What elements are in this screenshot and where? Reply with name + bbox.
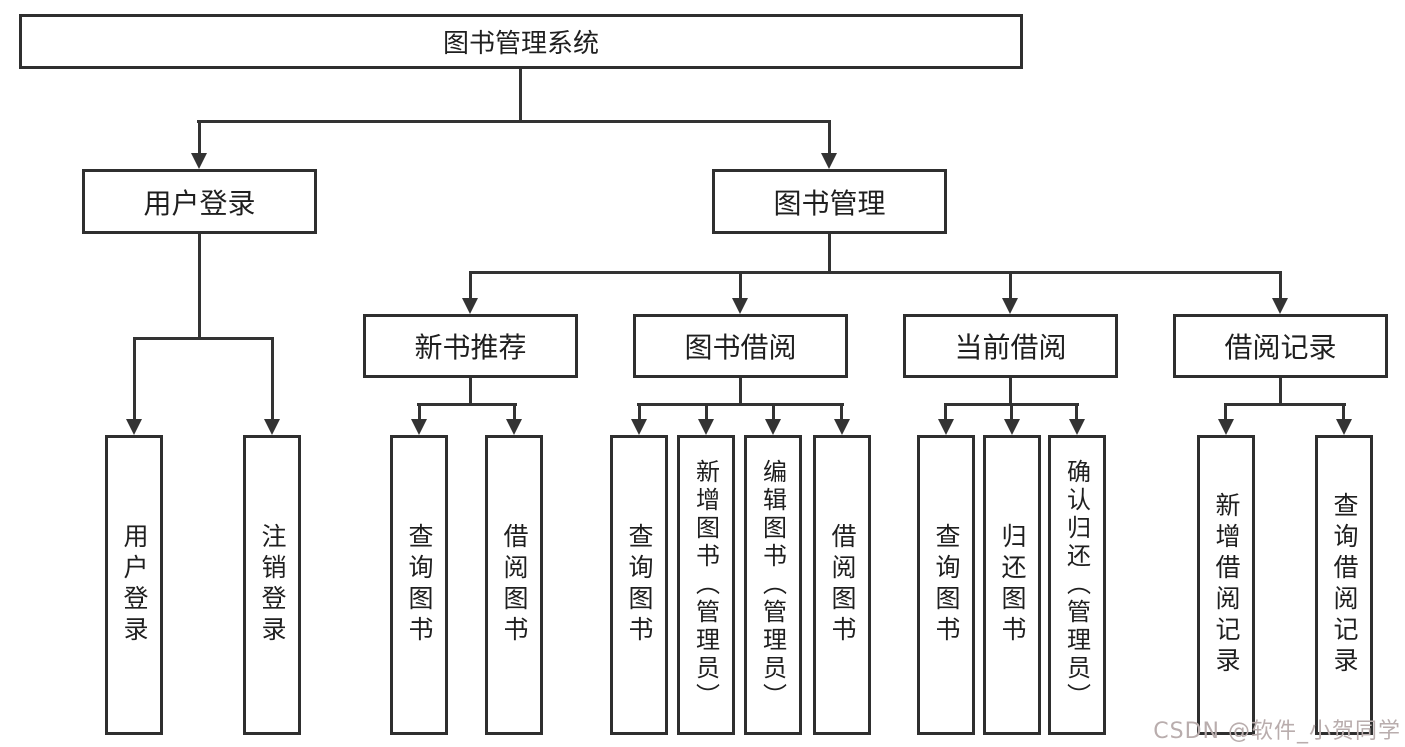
arrow-down-icon (126, 419, 142, 435)
arrow-down-icon (834, 419, 850, 435)
connector-vline (638, 403, 641, 421)
leaf-newbook-query-book: 查询图书 (390, 435, 448, 735)
connector-vline (944, 403, 947, 421)
leaf-record-query-borrow-record: 查询借阅记录 (1315, 435, 1373, 735)
arrow-down-icon (462, 298, 478, 314)
arrow-down-icon (631, 419, 647, 435)
arrow-down-icon (698, 419, 714, 435)
leaf-label: 查询图书 (625, 523, 654, 647)
node-label: 借阅记录 (1224, 331, 1337, 364)
leaf-user-login: 用户登录 (105, 435, 163, 735)
connector-vline (1279, 378, 1282, 405)
leaf-label: 借阅图书 (828, 523, 857, 647)
connector-hline (1224, 403, 1346, 406)
connector-hline (133, 337, 274, 340)
connector-vline (513, 403, 516, 421)
leaf-label: 用户登录 (120, 523, 149, 647)
arrow-down-icon (1336, 419, 1352, 435)
connector-vline (519, 69, 522, 121)
leaf-borrow-borrow-book: 借阅图书 (813, 435, 871, 735)
node-label: 图书管理 (773, 186, 886, 220)
arrow-down-icon (264, 419, 280, 435)
arrow-down-icon (938, 419, 954, 435)
leaf-borrow-query-book: 查询图书 (610, 435, 668, 735)
leaf-current-return-book: 归还图书 (983, 435, 1041, 735)
leaf-record-add-borrow-record: 新增借阅记录 (1197, 435, 1255, 735)
connector-vline (840, 403, 843, 421)
leaf-borrow-edit-book-admin: 编辑图书（管理员） (744, 435, 802, 735)
arrow-down-icon (191, 153, 207, 169)
connector-hline (417, 403, 517, 406)
leaf-label: 新增借阅记录 (1212, 492, 1241, 678)
leaf-current-query-book: 查询图书 (917, 435, 975, 735)
leaf-label: 查询借阅记录 (1330, 492, 1359, 678)
connector-hline (637, 403, 844, 406)
connector-vline (1342, 403, 1345, 421)
arrow-down-icon (765, 419, 781, 435)
arrow-down-icon (1004, 419, 1020, 435)
connector-vline (739, 378, 742, 405)
arrow-down-icon (506, 419, 522, 435)
connector-vline (133, 337, 136, 419)
connector-vline (1224, 403, 1227, 421)
connector-vline (271, 337, 274, 419)
connector-vline (1010, 403, 1013, 421)
connector-hline (197, 120, 831, 123)
node-book-borrowing: 图书借阅 (633, 314, 848, 378)
connector-vline (772, 403, 775, 421)
connector-vline (705, 403, 708, 421)
node-borrow-records: 借阅记录 (1173, 314, 1388, 378)
connector-vline (828, 120, 831, 154)
leaf-newbook-borrow-book: 借阅图书 (485, 435, 543, 735)
connector-vline (1279, 271, 1282, 300)
connector-vline (198, 234, 201, 338)
leaf-borrow-add-book-admin: 新增图书（管理员） (677, 435, 735, 735)
node-label: 新书推荐 (414, 331, 527, 364)
connector-vline (828, 234, 831, 272)
connector-vline (1009, 271, 1012, 300)
arrow-down-icon (1069, 419, 1085, 435)
leaf-label: 确认归还（管理员） (1062, 459, 1091, 711)
arrow-down-icon (1272, 298, 1288, 314)
leaf-label: 借阅图书 (500, 523, 529, 647)
leaf-logout: 注销登录 (243, 435, 301, 735)
arrow-down-icon (411, 419, 427, 435)
leaf-label: 注销登录 (258, 523, 287, 647)
connector-hline (469, 271, 1282, 274)
node-book-management: 图书管理 (712, 169, 947, 234)
arrow-down-icon (1218, 419, 1234, 435)
leaf-label: 新增图书（管理员） (691, 459, 720, 711)
leaf-label: 归还图书 (998, 523, 1027, 647)
connector-vline (739, 271, 742, 300)
watermark: CSDN @软件_小贺同学 (1153, 719, 1401, 744)
connector-vline (469, 378, 472, 405)
connector-vline (1009, 378, 1012, 405)
leaf-label: 查询图书 (932, 523, 961, 647)
node-label: 图书管理系统 (442, 29, 599, 59)
node-new-book-recommend: 新书推荐 (363, 314, 578, 378)
arrow-down-icon (1002, 298, 1018, 314)
arrow-down-icon (821, 153, 837, 169)
connector-vline (198, 120, 201, 154)
node-label: 图书借阅 (684, 331, 797, 364)
arrow-down-icon (732, 298, 748, 314)
connector-vline (469, 271, 472, 300)
leaf-label: 查询图书 (405, 523, 434, 647)
connector-vline (418, 403, 421, 421)
node-user-login: 用户登录 (82, 169, 317, 234)
node-current-borrowing: 当前借阅 (903, 314, 1118, 378)
node-label: 当前借阅 (954, 331, 1067, 364)
leaf-current-confirm-return-admin: 确认归还（管理员） (1048, 435, 1106, 735)
connector-vline (1075, 403, 1078, 421)
leaf-label: 编辑图书（管理员） (758, 459, 787, 711)
node-label: 用户登录 (143, 186, 256, 220)
node-root-library-system: 图书管理系统 (19, 14, 1023, 69)
